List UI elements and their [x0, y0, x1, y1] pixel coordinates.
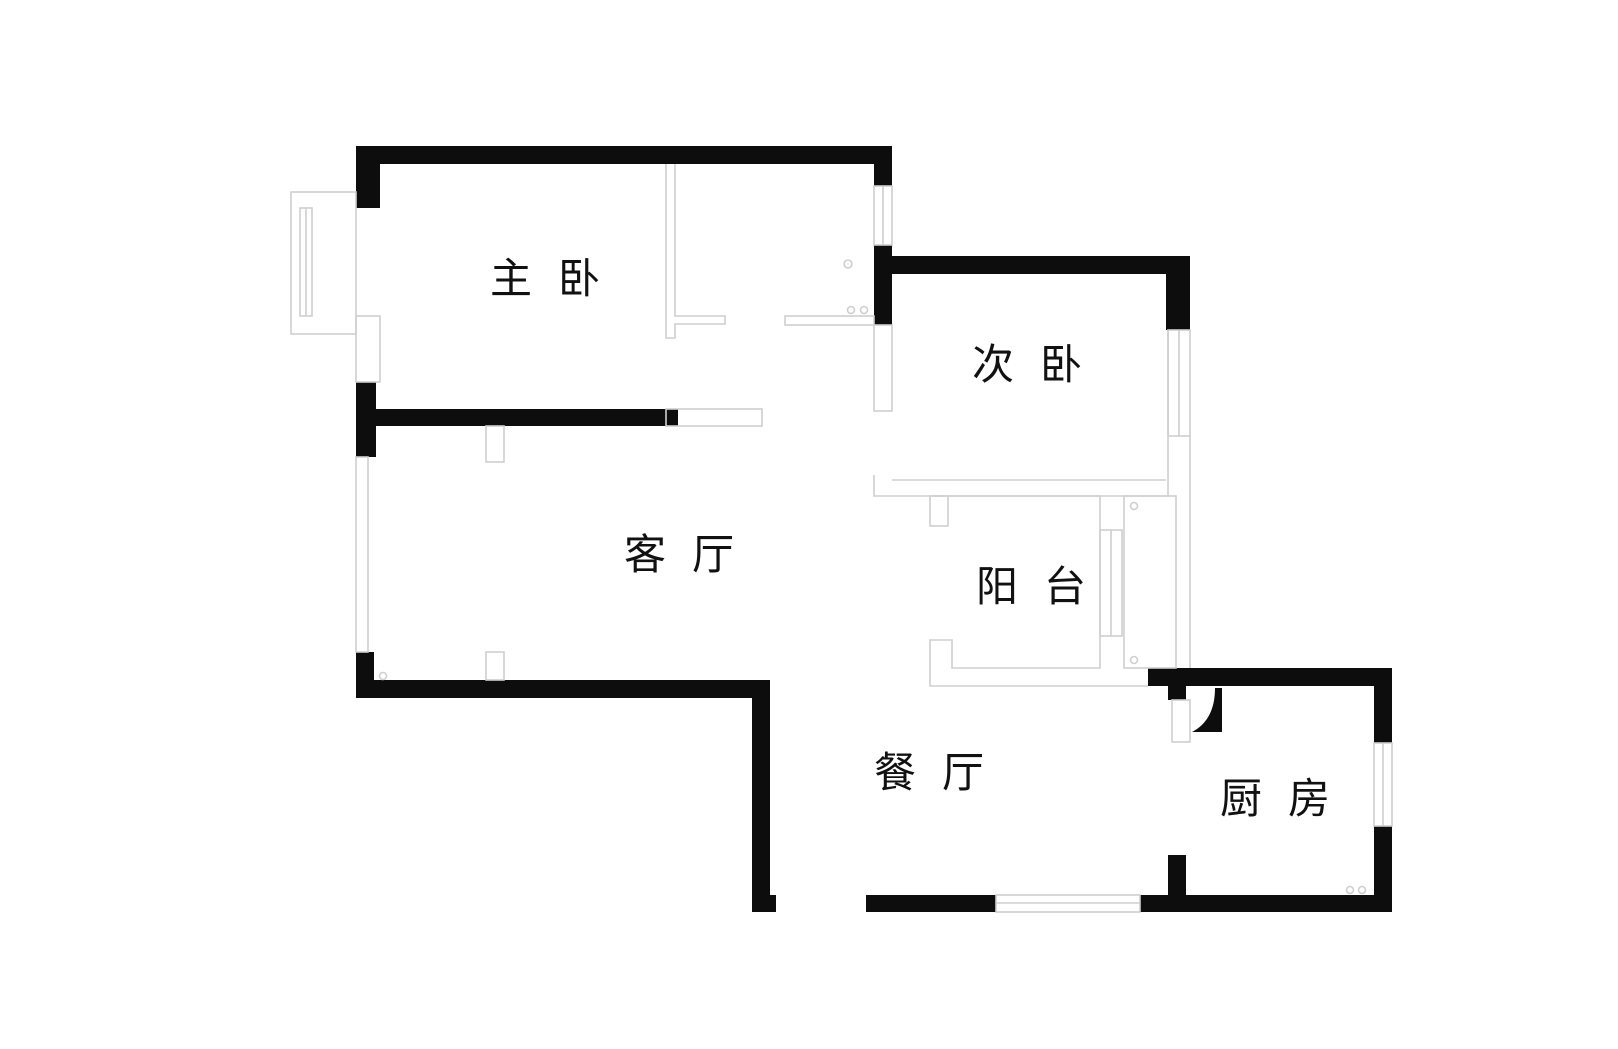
- partitions-and-windows: [290, 164, 1393, 913]
- fixture-dot-3: [859, 305, 869, 315]
- wall-master-living: [356, 409, 678, 426]
- cabinet-right: [1123, 495, 1177, 669]
- wall-bottom-dining: [866, 895, 996, 912]
- wall-living-bottom: [356, 680, 770, 698]
- fixture-dot-1: [843, 259, 853, 269]
- wall-top-second: [874, 256, 1190, 274]
- fixture-dot-6: [1129, 655, 1139, 665]
- room-label-living-room: 客厅: [624, 530, 761, 579]
- balcony-column: [929, 495, 949, 527]
- wall-dining-left: [752, 680, 770, 912]
- fixture-dot-8: [1357, 885, 1367, 895]
- wall-kitchen-door-stub: [1168, 668, 1186, 700]
- living-pillar-upper: [485, 425, 505, 463]
- wall-kitchen-right-upper: [1374, 668, 1392, 743]
- bay-window-outer: [290, 191, 357, 335]
- wall-master-left-upper: [356, 146, 380, 208]
- wall-kitchen-left-lower: [1168, 855, 1186, 912]
- wall-kitchen-right-lower: [1374, 826, 1392, 912]
- kitchen-door-swing: [1192, 688, 1222, 732]
- fixture-dot-2: [846, 305, 856, 315]
- wall-bottom-kitchen: [1140, 895, 1392, 912]
- exterior-walls: [356, 146, 1392, 912]
- room-label-master-bedroom: 主卧: [490, 254, 627, 303]
- master-door-lintel: [665, 408, 763, 427]
- wall-second-right-upper: [1166, 256, 1190, 330]
- wall-kitchen-top: [1148, 668, 1392, 686]
- kitchen-door-jamb: [1171, 699, 1191, 743]
- room-label-second-bedroom: 次卧: [972, 340, 1109, 389]
- master-left-lower-jamb: [355, 315, 381, 383]
- room-label-kitchen: 厨房: [1220, 774, 1357, 823]
- fixture-dot-5: [1129, 501, 1139, 511]
- second-bedroom-door-jamb: [873, 324, 893, 412]
- fixture-dot-4: [378, 671, 388, 681]
- room-label-dining-room: 餐厅: [874, 748, 1011, 797]
- wall-dining-left-foot: [752, 895, 776, 912]
- wall-top-master: [356, 146, 892, 164]
- living-pillar-lower: [485, 651, 505, 681]
- fixture-dot-7: [1345, 885, 1355, 895]
- room-label-balcony: 阳台: [976, 562, 1113, 611]
- living-window-left: [355, 456, 369, 653]
- wardrobe-partition-left: [665, 164, 726, 339]
- balcony-outline: [929, 495, 1148, 687]
- wardrobe-partition-right: [784, 315, 875, 326]
- wall-master-right-upper: [874, 146, 892, 186]
